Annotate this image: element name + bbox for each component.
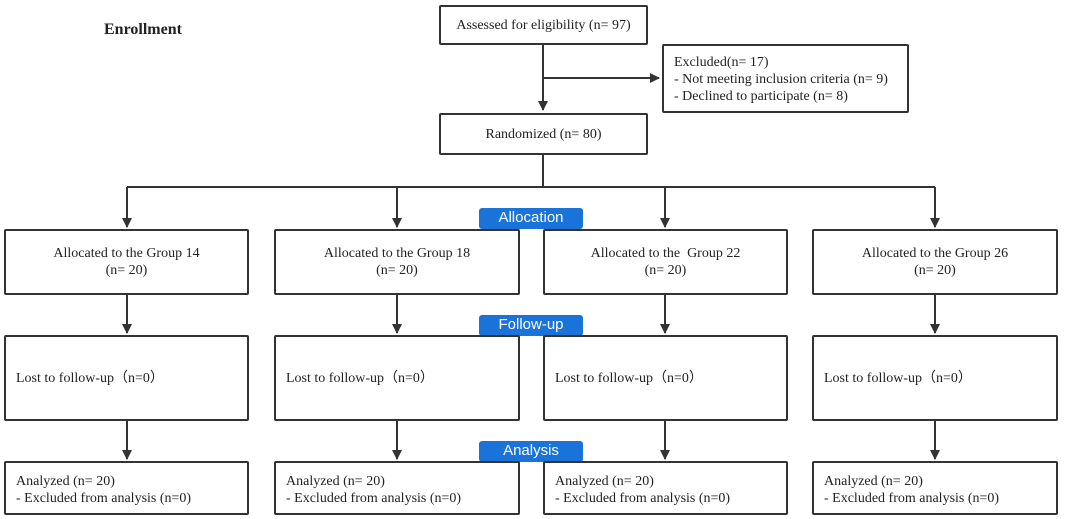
assessed-text: Assessed for eligibility (n= 97) — [456, 17, 631, 33]
lost-followup-text: Lost to follow-up（n=0） — [555, 370, 703, 386]
allocated-box-group-14: Allocated to the Group 14 (n= 20) — [4, 229, 249, 295]
excluded-analysis-text: - Excluded from analysis (n=0) — [16, 491, 192, 506]
excluded-title: Excluded(n= 17) — [674, 55, 769, 70]
randomized-box: Randomized (n= 80) — [439, 113, 648, 155]
analyzed-count: Analyzed (n= 20) — [16, 474, 115, 489]
analysis-box-group-26: Analyzed (n= 20) - Excluded from analysi… — [812, 461, 1058, 515]
randomized-text: Randomized (n= 80) — [485, 126, 602, 142]
analysis-box-group-18: Analyzed (n= 20) - Excluded from analysi… — [274, 461, 520, 515]
enrollment-label: Enrollment — [104, 21, 182, 38]
allocated-label: Allocated to the Group 22 — [590, 246, 741, 261]
allocated-label: Allocated to the Group 14 — [53, 246, 200, 261]
excluded-criteria: - Not meeting inclusion criteria (n= 9) — [674, 72, 888, 87]
excluded-box: Excluded(n= 17) - Not meeting inclusion … — [662, 44, 909, 113]
excluded-analysis-text: - Excluded from analysis (n=0) — [286, 491, 462, 506]
allocated-count: (n= 20) — [644, 263, 687, 278]
phase-followup-badge: Follow-up — [479, 315, 583, 336]
followup-box-group-22: Lost to follow-up（n=0） — [543, 335, 788, 421]
followup-box-group-18: Lost to follow-up（n=0） — [274, 335, 520, 421]
analysis-box-group-22: Analyzed (n= 20) - Excluded from analysi… — [543, 461, 788, 515]
lost-followup-text: Lost to follow-up（n=0） — [824, 370, 972, 386]
followup-box-group-26: Lost to follow-up（n=0） — [812, 335, 1058, 421]
analysis-box-group-14: Analyzed (n= 20) - Excluded from analysi… — [4, 461, 249, 515]
followup-box-group-14: Lost to follow-up（n=0） — [4, 335, 249, 421]
assessed-box: Assessed for eligibility (n= 97) — [439, 5, 648, 45]
analyzed-count: Analyzed (n= 20) — [286, 474, 385, 489]
allocated-count: (n= 20) — [105, 263, 148, 278]
lost-followup-text: Lost to follow-up（n=0） — [16, 370, 164, 386]
phase-allocation-badge: Allocation — [479, 208, 583, 229]
analyzed-count: Analyzed (n= 20) — [555, 474, 654, 489]
allocated-count: (n= 20) — [914, 263, 956, 278]
excluded-declined: - Declined to participate (n= 8) — [674, 89, 848, 104]
allocated-label: Allocated to the Group 18 — [323, 246, 471, 261]
allocated-box-group-18: Allocated to the Group 18 (n= 20) — [274, 229, 520, 295]
excluded-analysis-text: - Excluded from analysis (n=0) — [824, 491, 1000, 506]
allocated-count: (n= 20) — [376, 263, 418, 278]
allocated-box-group-26: Allocated to the Group 26 (n= 20) — [812, 229, 1058, 295]
lost-followup-text: Lost to follow-up（n=0） — [286, 370, 434, 386]
phase-analysis-badge: Analysis — [479, 441, 583, 462]
allocated-label: Allocated to the Group 26 — [861, 246, 1009, 261]
allocated-box-group-22: Allocated to the Group 22 (n= 20) — [543, 229, 788, 295]
analyzed-count: Analyzed (n= 20) — [824, 474, 923, 489]
excluded-analysis-text: - Excluded from analysis (n=0) — [555, 491, 731, 506]
